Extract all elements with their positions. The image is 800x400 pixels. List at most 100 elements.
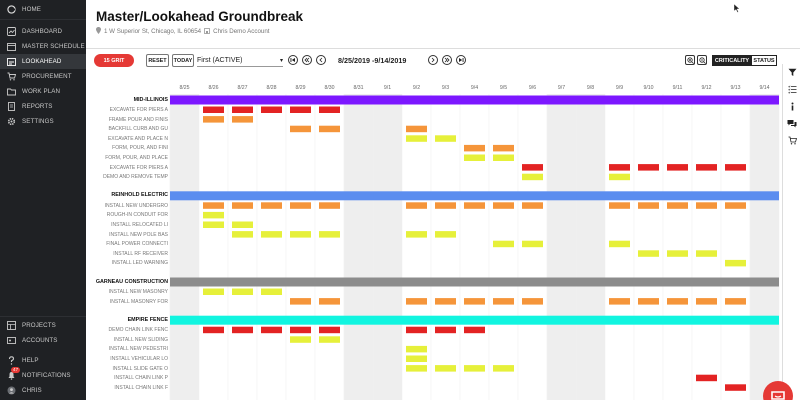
task-label[interactable]: INSTALL RELOCATED LI — [111, 222, 168, 228]
grit-button[interactable]: 15 GRIT — [94, 54, 134, 67]
task-bar[interactable] — [725, 202, 746, 209]
task-bar[interactable] — [464, 202, 485, 209]
task-bar[interactable] — [493, 240, 514, 248]
task-bar[interactable] — [435, 365, 456, 372]
task-bar[interactable] — [203, 326, 224, 334]
sidebar-item-master-schedule[interactable]: MASTER SCHEDULE — [0, 39, 86, 54]
task-bar[interactable] — [406, 135, 427, 142]
sidebar-item-procurement[interactable]: PROCUREMENT — [0, 69, 86, 84]
task-label[interactable]: INSTALL RF RECEIVER — [113, 250, 168, 257]
task-bar[interactable] — [725, 298, 746, 305]
task-bar[interactable] — [290, 231, 311, 238]
task-bar[interactable] — [464, 144, 485, 152]
task-label[interactable]: DEMO CHAIN LINK FENC — [108, 327, 168, 334]
task-bar[interactable] — [696, 298, 717, 305]
task-bar[interactable] — [319, 298, 340, 305]
task-label[interactable]: FORM, POUR, AND PLACE — [105, 155, 168, 161]
task-bar[interactable] — [493, 144, 514, 152]
task-bar[interactable] — [232, 326, 253, 334]
task-label[interactable]: EXCAVATE FOR PIERS A — [109, 107, 168, 113]
next-button[interactable] — [428, 55, 438, 65]
task-bar[interactable] — [232, 221, 253, 229]
procurement-button[interactable] — [783, 132, 800, 149]
task-bar[interactable] — [319, 125, 340, 133]
task-bar[interactable] — [435, 231, 456, 238]
task-bar[interactable] — [522, 164, 543, 171]
task-bar[interactable] — [493, 154, 514, 162]
task-bar[interactable] — [435, 298, 456, 305]
task-bar[interactable] — [319, 336, 340, 343]
task-label[interactable]: DEMO AND REMOVE TEMP — [103, 174, 168, 181]
task-bar[interactable] — [638, 298, 659, 305]
sidebar-item-accounts[interactable]: ACCOUNTS — [0, 333, 86, 348]
task-bar[interactable] — [609, 164, 630, 171]
task-bar[interactable] — [319, 202, 340, 209]
task-label[interactable]: INSTALL NEW SLIDING — [113, 336, 168, 343]
task-bar[interactable] — [203, 106, 224, 114]
sidebar-item-reports[interactable]: REPORTS — [0, 99, 86, 114]
task-label[interactable]: INSTALL SLIDE GATE O — [112, 365, 168, 372]
task-bar[interactable] — [609, 173, 630, 181]
task-bar[interactable] — [638, 202, 659, 209]
task-label[interactable]: INSTALL CHAIN LINK P — [114, 375, 168, 382]
task-bar[interactable] — [464, 365, 485, 372]
task-bar[interactable] — [290, 106, 311, 114]
task-label[interactable]: INSTALL NEW POLE BAS — [109, 231, 168, 238]
task-label[interactable]: INSTALL NEW UNDERGRO — [104, 202, 168, 209]
task-label[interactable]: ROUGH-IN CONDUIT FOR — [106, 212, 168, 219]
task-bar[interactable] — [493, 202, 514, 209]
task-bar[interactable] — [464, 326, 485, 334]
task-label[interactable]: FRAME POUR AND FINIS — [108, 116, 168, 123]
task-bar[interactable] — [319, 326, 340, 334]
task-bar[interactable] — [203, 202, 224, 209]
zoom-out-button[interactable] — [697, 55, 707, 65]
task-bar[interactable] — [406, 202, 427, 209]
checklist-button[interactable] — [783, 81, 800, 98]
task-bar[interactable] — [290, 202, 311, 209]
task-bar[interactable] — [667, 202, 688, 209]
criticality-toggle[interactable]: CRITICALITY — [712, 55, 752, 66]
task-bar[interactable] — [493, 298, 514, 305]
task-bar[interactable] — [203, 288, 224, 296]
task-bar[interactable] — [406, 298, 427, 305]
task-bar[interactable] — [522, 240, 543, 248]
task-bar[interactable] — [406, 355, 427, 363]
task-bar[interactable] — [667, 250, 688, 257]
task-label[interactable]: FORM, POUR, AND FINI — [112, 145, 168, 152]
task-bar[interactable] — [696, 202, 717, 209]
task-bar[interactable] — [232, 231, 253, 238]
fast-forward-button[interactable] — [442, 55, 452, 65]
task-label[interactable]: EXCAVATE AND PLACE N — [107, 135, 168, 142]
sidebar-item-chris[interactable]: CHRIS — [0, 383, 86, 398]
sidebar-item-settings[interactable]: SETTINGS — [0, 114, 86, 129]
task-bar[interactable] — [493, 365, 514, 372]
task-bar[interactable] — [435, 135, 456, 142]
task-bar[interactable] — [696, 164, 717, 171]
sidebar-item-help[interactable]: HELP — [0, 353, 86, 368]
task-label[interactable]: INSTALL NEW MASONRY — [108, 289, 168, 295]
task-bar[interactable] — [638, 164, 659, 171]
task-bar[interactable] — [261, 288, 282, 296]
sidebar-item-lookahead[interactable]: LOOKAHEAD — [0, 54, 86, 69]
task-label[interactable]: INSTALL CHAIN LINK F — [114, 384, 168, 391]
task-bar[interactable] — [725, 384, 746, 391]
task-label[interactable]: INSTALL NEW PEDESTRI — [108, 346, 168, 353]
task-bar[interactable] — [406, 231, 427, 238]
fast-back-button[interactable] — [302, 55, 312, 65]
task-bar[interactable] — [406, 125, 427, 133]
sidebar-item-work-plan[interactable]: WORK PLAN — [0, 84, 86, 99]
reset-button[interactable]: RESET — [146, 54, 169, 67]
task-bar[interactable] — [522, 202, 543, 209]
task-bar[interactable] — [522, 173, 543, 181]
task-bar[interactable] — [406, 345, 427, 353]
task-label[interactable]: FINAL POWER CONNECTI — [106, 241, 168, 248]
task-label[interactable]: INSTALL MASONRY FOR — [109, 298, 168, 305]
task-bar[interactable] — [290, 298, 311, 305]
task-label[interactable]: INSTALL VEHICULAR LO — [110, 356, 168, 362]
task-bar[interactable] — [667, 164, 688, 171]
task-bar[interactable] — [609, 298, 630, 305]
task-bar[interactable] — [609, 202, 630, 209]
zoom-in-button[interactable] — [685, 55, 695, 65]
task-bar[interactable] — [261, 326, 282, 334]
